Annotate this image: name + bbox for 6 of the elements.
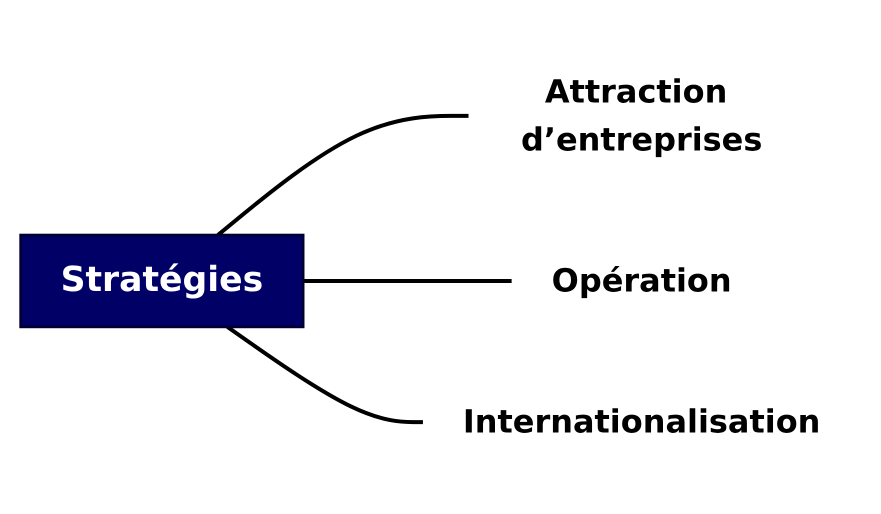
connector <box>226 325 423 424</box>
node-text: Opération <box>552 262 732 300</box>
connector <box>303 278 512 283</box>
node-text: Internationalisation <box>462 403 820 441</box>
node-box: Stratégies <box>19 234 304 328</box>
node-text: Attraction d’entreprises <box>520 73 762 158</box>
